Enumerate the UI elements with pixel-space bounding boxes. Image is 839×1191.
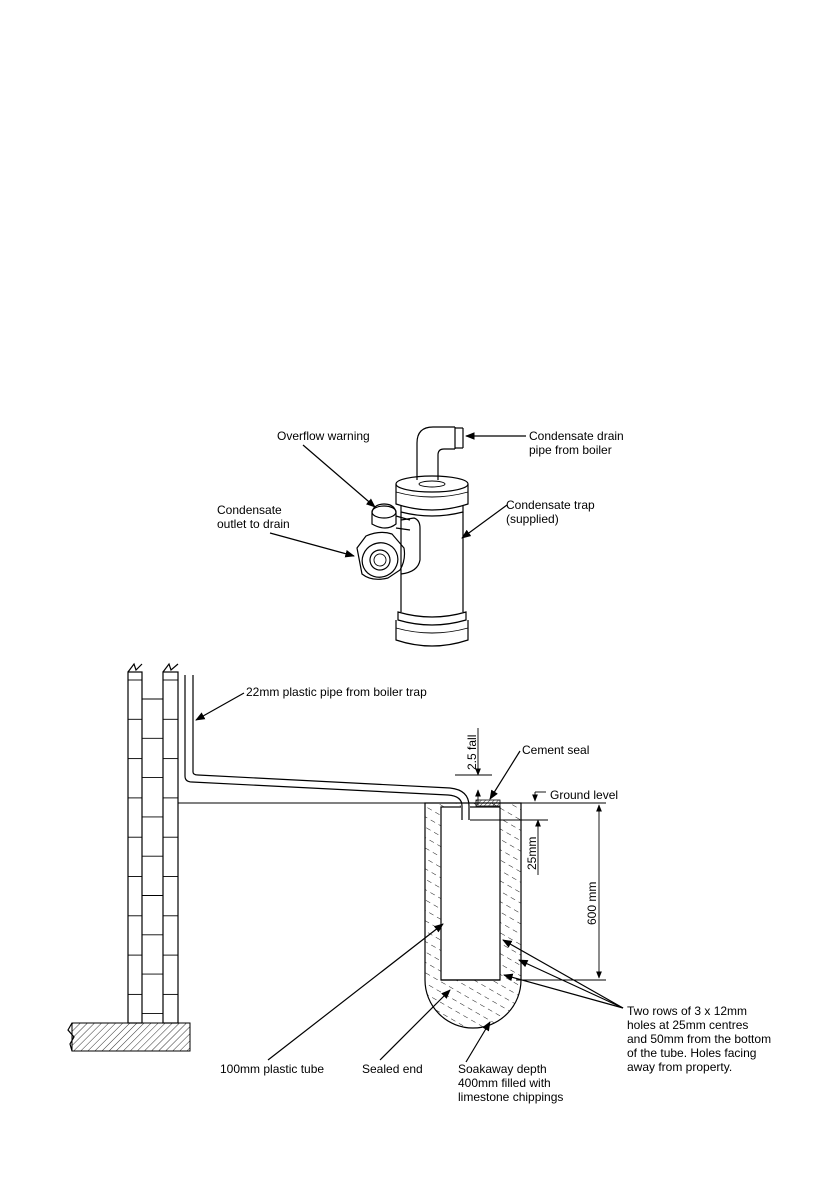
wall-footing xyxy=(71,1022,191,1052)
holes-label-line2: holes at 25mm centres xyxy=(627,1018,748,1032)
fall-dimension-label: 2.5 fall xyxy=(465,735,479,770)
outlet-label-line1: Condensate xyxy=(217,503,282,517)
plastic-tube-label: 100mm plastic tube xyxy=(220,1062,324,1076)
soakaway-label-line2: 400mm filled with xyxy=(458,1076,551,1090)
dimension-25mm-label: 25mm xyxy=(525,837,539,870)
trap-label-line2: (supplied) xyxy=(506,512,559,526)
soakaway-labels: 22mm plastic pipe from boiler trap Cemen… xyxy=(195,685,771,1104)
sealed-end-label: Sealed end xyxy=(362,1062,423,1076)
plastic-pipe-label: 22mm plastic pipe from boiler trap xyxy=(246,685,427,699)
holes-label-line3: and 50mm from the bottom xyxy=(627,1032,771,1046)
drain-pipe-label-line2: pipe from boiler xyxy=(529,443,612,457)
brick-wall xyxy=(127,662,179,1024)
outlet-label-line2: outlet to drain xyxy=(217,517,290,531)
trap-label-line1: Condensate trap xyxy=(506,498,595,512)
holes-label-line4: of the tube. Holes facing xyxy=(627,1046,756,1060)
condensate-trap-drawing xyxy=(356,426,469,647)
holes-label-line5: away from property. xyxy=(627,1060,732,1074)
soakaway-label-line3: limestone chippings xyxy=(458,1090,563,1104)
overflow-warning-label: Overflow warning xyxy=(277,429,370,443)
dimension-600mm-label: 600 mm xyxy=(585,882,599,925)
soakaway-label-line1: Soakaway depth xyxy=(458,1062,547,1076)
soakaway-drawing: 2.5 fall 25mm 600 mm xyxy=(67,662,606,1052)
trap-labels: Overflow warning Condensate drain pipe f… xyxy=(217,429,624,558)
ground-level-label: Ground level xyxy=(550,788,618,802)
holes-label-line1: Two rows of 3 x 12mm xyxy=(627,1004,747,1018)
drain-pipe-label-line1: Condensate drain xyxy=(529,429,624,443)
cement-seal-label: Cement seal xyxy=(522,743,589,757)
